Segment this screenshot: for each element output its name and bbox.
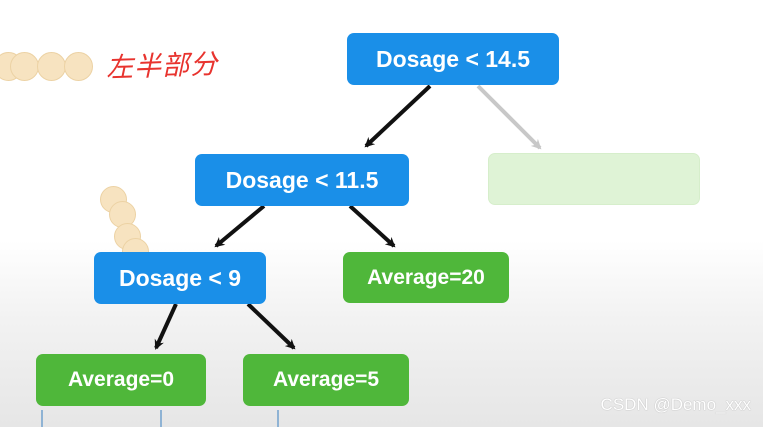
- edge-root-to-mid: [364, 84, 432, 148]
- edge-mid-to-low: [214, 204, 266, 248]
- edge-root-to-faded-leaf: [476, 84, 542, 150]
- axis-tick: [160, 410, 162, 427]
- edge-low-to-avg5: [246, 302, 296, 350]
- edge-low-to-avg0: [154, 303, 178, 350]
- node-dosage-lt-11-5: Dosage < 11.5: [195, 154, 409, 206]
- data-point-dot: [37, 52, 66, 81]
- leaf-average-20: Average=20: [343, 252, 509, 303]
- watermark-text: CSDN @Demo_xxx: [600, 395, 751, 414]
- axis-tick: [41, 410, 43, 427]
- data-point-dot: [64, 52, 93, 81]
- faded-leaf-node: [488, 153, 700, 205]
- leaf-average-0: Average=0: [36, 354, 206, 406]
- leaf-average-5: Average=5: [243, 354, 409, 406]
- data-point-dot: [10, 52, 39, 81]
- axis-tick: [277, 410, 279, 427]
- edge-mid-to-avg20: [348, 204, 396, 248]
- node-dosage-lt-14-5: Dosage < 14.5: [347, 33, 559, 85]
- node-dosage-lt-9: Dosage < 9: [94, 252, 266, 304]
- handwritten-annotation: 左半部分: [105, 49, 219, 84]
